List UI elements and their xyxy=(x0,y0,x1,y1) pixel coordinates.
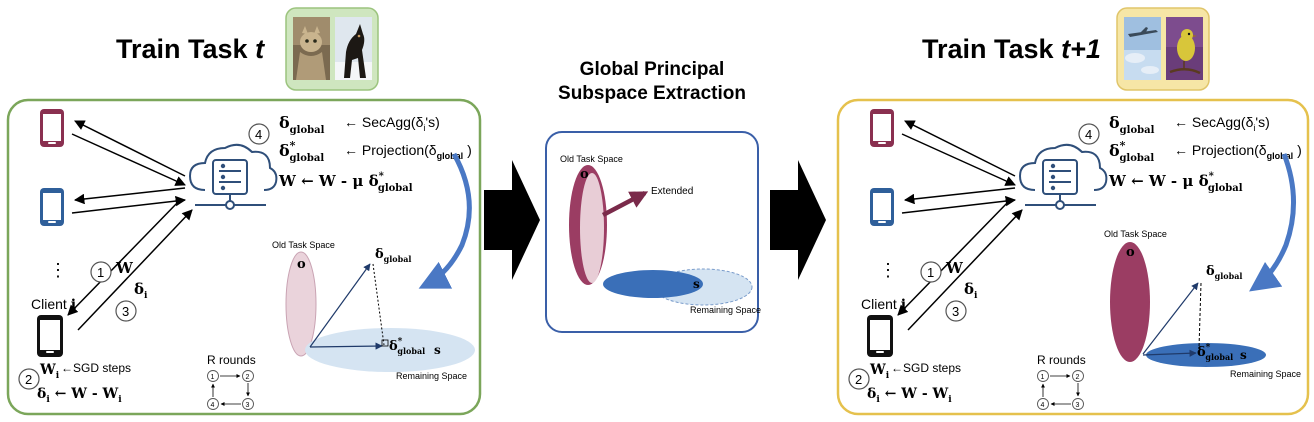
proj-delta-star: δ*global xyxy=(1197,343,1233,362)
step-3-label: δi xyxy=(964,280,978,301)
cat-image-icon xyxy=(293,17,330,80)
left-task-thumbnails xyxy=(285,7,379,91)
svg-text:4: 4 xyxy=(211,402,215,409)
remaining-space-label: Remaining Space xyxy=(1230,369,1301,379)
middle-title-line2: Subspace Extraction xyxy=(558,83,746,104)
old-task-space-label: Old Task Space xyxy=(1104,229,1167,239)
sgd-steps-label: ←SGD steps xyxy=(891,361,961,375)
remaining-space-ellipse xyxy=(305,328,475,372)
step-3-marker: 3 xyxy=(122,304,129,319)
dog-image-icon xyxy=(335,17,372,80)
eq-projection-rhs: ← Projection(δglobal) xyxy=(1174,142,1302,161)
curved-arrow-icon xyxy=(1249,153,1296,292)
step-2-marker: 2 xyxy=(855,372,862,387)
eq-update: W ← W - μ δ*global xyxy=(1108,171,1243,194)
middle-panel: Global Principal Subspace Extraction Old… xyxy=(545,59,761,333)
middle-o-label: o xyxy=(580,167,589,182)
phone-icon xyxy=(40,188,64,226)
rounds-cycle: 1 2 3 4 xyxy=(207,370,254,410)
left-panel-border xyxy=(6,98,482,416)
eq-secagg-rhs: ← SecAgg(δi's) xyxy=(344,114,440,133)
middle-title-line1: Global Principal xyxy=(580,59,725,80)
remaining-space-s: s xyxy=(434,343,441,357)
svg-text:4: 4 xyxy=(1041,402,1045,409)
middle-remaining-inner xyxy=(603,270,703,298)
airplane-image-icon xyxy=(1124,17,1161,80)
step-4-marker: 4 xyxy=(1085,127,1092,142)
right-task-thumbnails xyxy=(1116,7,1210,91)
old-space-o: o xyxy=(297,257,306,272)
right-panel: Train Task t+1 xyxy=(836,7,1310,416)
more-clients-dots: ⋮ xyxy=(49,260,67,280)
step-3-marker: 3 xyxy=(952,304,959,319)
svg-text:1: 1 xyxy=(211,374,215,381)
r-rounds-label: R rounds xyxy=(207,353,256,367)
left-panel: Train Task t xyxy=(6,7,482,416)
step-1-marker: 1 xyxy=(97,265,104,280)
cloud-server-icon xyxy=(188,143,278,210)
eq-secagg-rhs: ← SecAgg(δi's) xyxy=(1174,114,1270,133)
left-title: Train Task t xyxy=(116,34,265,64)
extended-label: Extended xyxy=(651,186,693,197)
sgd-w: Wi xyxy=(869,362,890,381)
old-task-space-label: Old Task Space xyxy=(272,240,335,250)
sgd-w: Wi xyxy=(39,362,60,381)
remaining-space-ellipse xyxy=(1146,343,1266,367)
step-4-marker: 4 xyxy=(255,127,262,142)
big-arrow-icon xyxy=(484,160,540,280)
eq-projection-lhs: δ*global xyxy=(1109,139,1154,164)
middle-old-space-label: Old Task Space xyxy=(560,154,623,164)
bird-image-icon xyxy=(1166,17,1203,80)
svg-text:3: 3 xyxy=(1076,402,1080,409)
middle-panel-border xyxy=(545,131,759,333)
r-rounds-label: R rounds xyxy=(1037,353,1086,367)
svg-text:2: 2 xyxy=(246,374,250,381)
rounds-cycle: 1 2 3 4 xyxy=(1037,370,1084,410)
delta-i-equation: δi ← W - Wi xyxy=(867,386,952,405)
eq-projection-lhs: δ*global xyxy=(279,139,324,164)
extended-arrow-icon xyxy=(601,191,649,217)
svg-text:1: 1 xyxy=(1041,374,1045,381)
more-clients-dots: ⋮ xyxy=(879,260,897,280)
phone-icon xyxy=(870,109,894,147)
old-space-o: o xyxy=(1126,245,1135,260)
step-1-label: W xyxy=(115,259,134,277)
sgd-steps-label: ←SGD steps xyxy=(61,361,131,375)
eq-projection-rhs: ← Projection(δglobal) xyxy=(344,142,472,161)
step-2-marker: 2 xyxy=(25,372,32,387)
client-label: Client i xyxy=(31,296,76,313)
phone-icon xyxy=(867,315,893,357)
cloud-server-icon xyxy=(1018,143,1108,210)
right-panel-border xyxy=(836,98,1310,416)
svg-text:2: 2 xyxy=(1076,374,1080,381)
step-1-label: W xyxy=(945,259,964,277)
phone-icon xyxy=(37,315,63,357)
eq-secagg-lhs: δglobal xyxy=(279,113,325,136)
proj-delta-global: δglobal xyxy=(375,247,411,264)
step-3-label: δi xyxy=(134,280,148,301)
svg-text:3: 3 xyxy=(246,402,250,409)
proj-delta-global: δglobal xyxy=(1206,264,1242,281)
old-task-space-ellipse xyxy=(285,251,317,357)
client-label: Client i xyxy=(861,296,906,313)
eq-secagg-lhs: δglobal xyxy=(1109,113,1155,136)
phone-icon xyxy=(40,109,64,147)
phone-icon xyxy=(870,188,894,226)
step-1-marker: 1 xyxy=(927,265,934,280)
curved-arrow-icon xyxy=(418,152,472,289)
middle-remaining-label: Remaining Space xyxy=(690,305,761,315)
big-arrow-icon xyxy=(770,160,826,280)
middle-s-label: s xyxy=(693,277,700,291)
proj-delta-star: δ*global xyxy=(389,337,425,356)
remaining-space-s: s xyxy=(1240,348,1247,362)
middle-old-space-light xyxy=(580,173,604,283)
right-title: Train Task t+1 xyxy=(922,34,1101,64)
remaining-space-label: Remaining Space xyxy=(396,371,467,381)
delta-i-equation: δi ← W - Wi xyxy=(37,386,122,405)
eq-update: W ← W - μ δ*global xyxy=(278,171,413,194)
old-task-space-ellipse xyxy=(1110,242,1150,362)
